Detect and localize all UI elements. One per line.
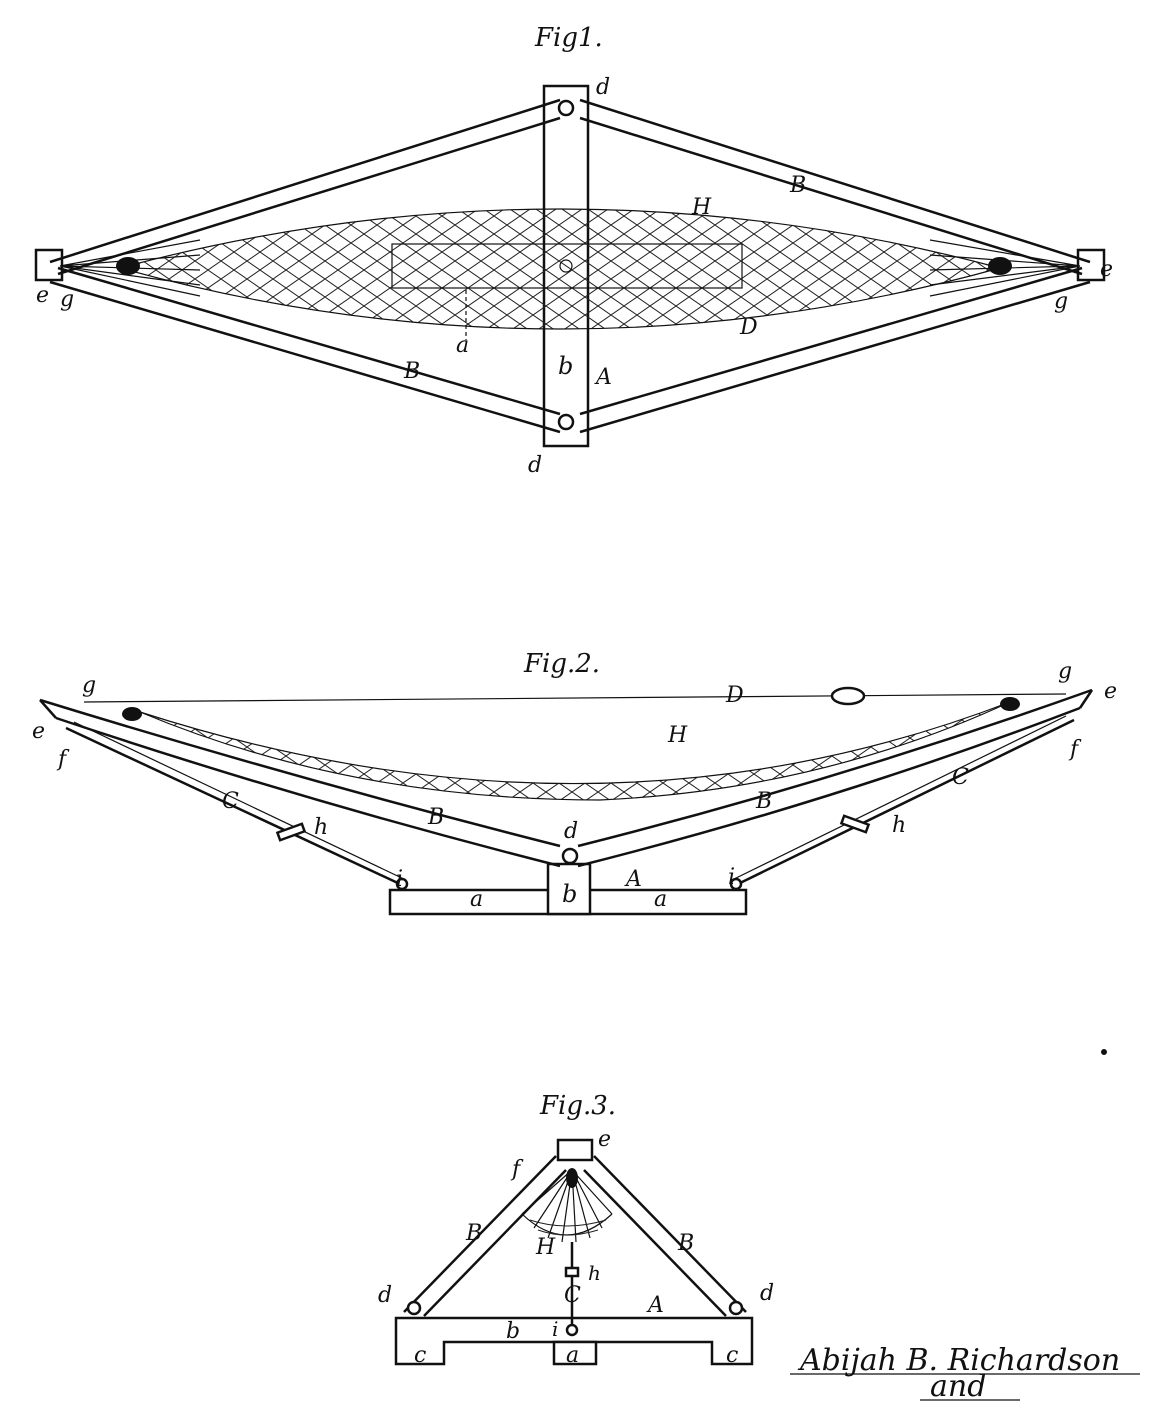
fig3-label-h: h <box>588 1261 601 1285</box>
ink-speck <box>1101 1049 1107 1055</box>
fig3-label-d-right: d <box>760 1281 774 1306</box>
fig1-label-g-left: g <box>60 287 74 312</box>
fig1-label-A: A <box>594 365 612 390</box>
figure-1: Fig1. <box>34 23 1113 478</box>
fig3-label-B-left: B <box>465 1221 482 1246</box>
fig2-label-a-right: a <box>654 887 667 912</box>
fig1-label-D: D <box>739 315 758 340</box>
fig2-label-i-left: i <box>396 867 403 892</box>
fig2-rails <box>39 688 1094 868</box>
fig2-label-b: b <box>562 880 577 908</box>
fig2-label-D: D <box>725 683 744 708</box>
fig2-label-H: H <box>667 723 688 748</box>
signature-and: and <box>930 1369 986 1404</box>
fig1-label-B-top: B <box>789 173 806 198</box>
fig3-label-C: C <box>564 1283 581 1308</box>
fig2-label-a-left: a <box>470 887 483 912</box>
fig2-label-B-right: B <box>755 789 772 814</box>
fig2-label-f-right: f <box>1068 737 1082 762</box>
fig3-label-e: e <box>598 1127 611 1152</box>
fig2-tensioner <box>830 686 866 706</box>
fig2-braces <box>65 715 1075 891</box>
fig1-label-e-left: e <box>36 283 49 308</box>
fig1-label-B-bottom: B <box>403 359 420 384</box>
fig1-label-d-bottom: d <box>528 453 542 478</box>
fig3-label-B-right: B <box>677 1231 694 1256</box>
fig1-label-g-right: g <box>1054 289 1068 314</box>
fig2-label-B-left: B <box>427 805 444 830</box>
fig3-label-d-left: d <box>378 1283 392 1308</box>
signature-name: Abijah B. Richardson <box>797 1343 1120 1378</box>
fig3-label-f: f <box>510 1157 524 1182</box>
fig1-end-block-right <box>1076 248 1106 282</box>
fig2-net <box>122 697 1020 801</box>
fig2-label-f-left: f <box>56 747 70 772</box>
fig3-title: Fig.3. <box>539 1091 616 1121</box>
fig1-label-a: a <box>456 333 469 358</box>
fig3-foot-a <box>552 1340 598 1366</box>
fig2-label-e-right: e <box>1104 679 1117 704</box>
fig3-net <box>521 1168 613 1337</box>
figure-3: Fig.3. e f B B H h C d <box>378 1091 774 1368</box>
fig2-rope <box>83 693 1067 703</box>
fig3-label-H: H <box>535 1235 556 1260</box>
fig3-top-block <box>556 1138 594 1162</box>
fig3-label-b: b <box>506 1319 520 1344</box>
fig3-label-c-right: c <box>726 1343 738 1368</box>
fig1-end-block-left <box>34 248 64 282</box>
fig1-label-b: b <box>558 352 573 380</box>
fig1-pivot-top <box>557 99 575 117</box>
figure-2: Fig.2. <box>32 649 1117 916</box>
fig2-label-i-right: i <box>728 865 735 890</box>
fig2-label-g-right: g <box>1058 659 1072 684</box>
fig3-label-c-left: c <box>414 1343 426 1368</box>
fig2-label-d: d <box>564 819 578 844</box>
fig1-rails <box>49 98 1091 434</box>
fig1-label-d-top: d <box>596 75 610 100</box>
fig2-label-C-left: C <box>222 789 239 814</box>
fig2-pivot <box>561 847 579 865</box>
fig3-legs <box>403 1155 747 1317</box>
fig2-label-A: A <box>624 867 642 892</box>
fig3-label-i: i <box>552 1317 558 1341</box>
signature: Abijah B. Richardson and <box>790 1343 1140 1404</box>
fig1-pivot-bottom <box>557 413 575 431</box>
fig1-label-e-right: e <box>1100 257 1113 282</box>
fig2-label-g-left: g <box>82 673 96 698</box>
fig1-title: Fig1. <box>534 23 603 53</box>
fig2-label-h-left: h <box>314 815 328 840</box>
fig2-label-h-right: h <box>892 813 906 838</box>
fig2-title: Fig.2. <box>523 649 600 679</box>
fig2-label-C-right: C <box>952 765 969 790</box>
fig2-label-e-left: e <box>32 719 45 744</box>
fig3-label-a: a <box>566 1343 579 1368</box>
fig3-label-A: A <box>646 1293 664 1318</box>
fig1-label-H: H <box>691 195 712 220</box>
